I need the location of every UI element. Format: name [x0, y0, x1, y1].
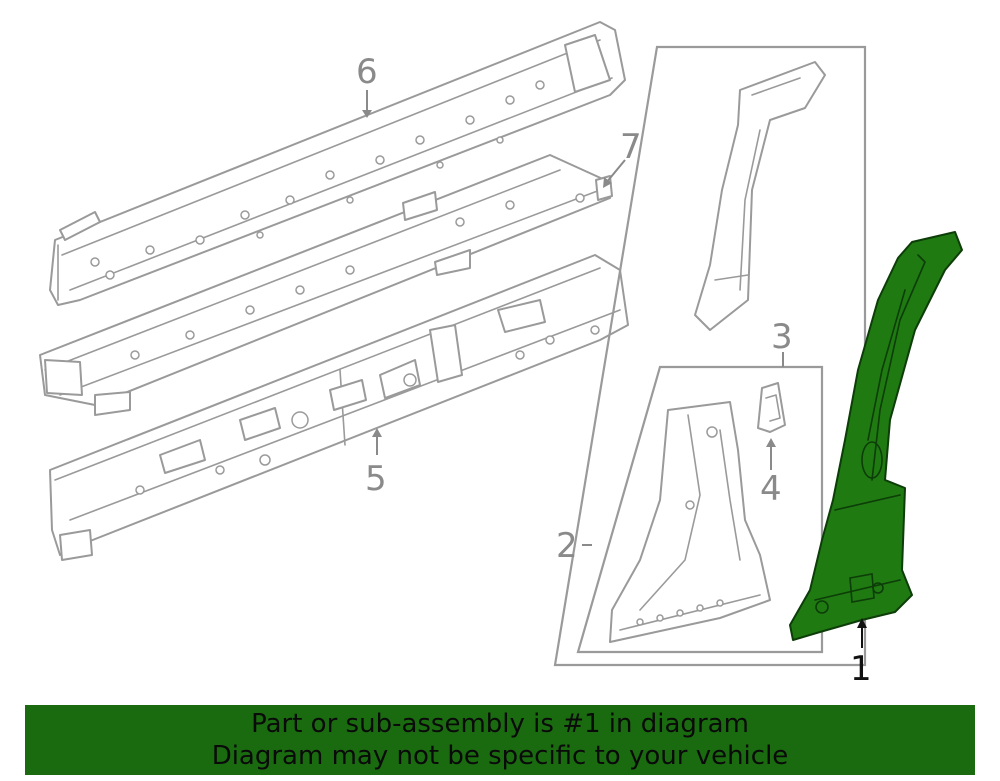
callout-7: 7 — [620, 127, 642, 167]
part-6-upper-rail — [49, 21, 626, 306]
banner-line-1: Part or sub-assembly is #1 in diagram — [251, 709, 749, 739]
banner-line-2: Diagram may not be specific to your vehi… — [211, 741, 789, 771]
callout-1: 1 — [850, 649, 872, 689]
part-4-bracket — [757, 382, 786, 433]
part-5-rocker-panel — [49, 254, 629, 561]
part-1-b-pillar-highlighted[interactable] — [789, 231, 963, 641]
callout-6: 6 — [356, 52, 378, 92]
part-2-inner-reinforcement — [609, 401, 771, 643]
parts-diagram: 6 7 5 3 4 2 1 — [39, 21, 963, 689]
part-7-holes — [130, 193, 585, 360]
assembly-frame — [553, 45, 867, 667]
leader-lines — [362, 90, 867, 648]
part-5-holes — [135, 325, 600, 495]
callout-5: 5 — [365, 459, 387, 499]
part-6-holes — [90, 80, 545, 280]
callout-3: 3 — [771, 317, 793, 357]
callout-4: 4 — [760, 469, 782, 509]
part-2-holes — [636, 426, 724, 626]
callout-2: 2 — [556, 526, 578, 566]
part-7-middle-rail — [39, 154, 613, 416]
part-1-shape[interactable] — [789, 231, 963, 641]
part-outer-pillar — [694, 61, 826, 331]
info-banner: Part or sub-assembly is #1 in diagram Di… — [25, 705, 975, 775]
